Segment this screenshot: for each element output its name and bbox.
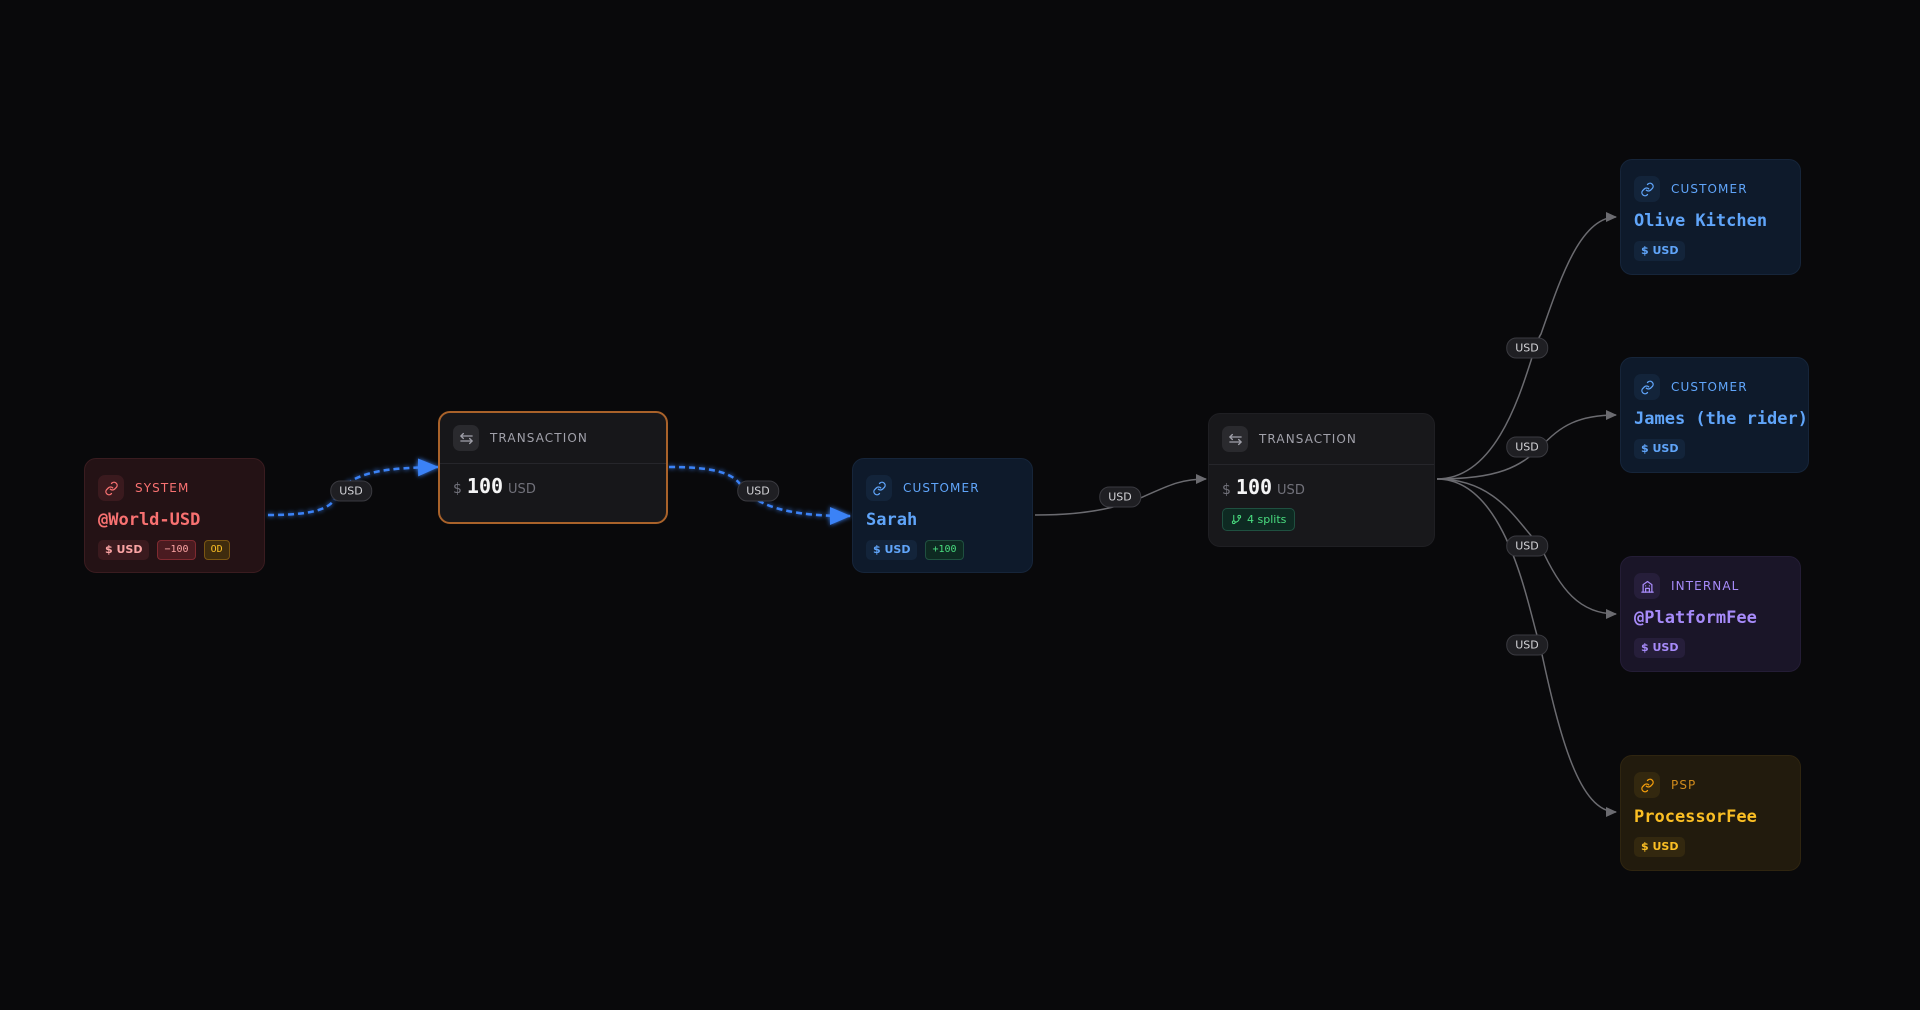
edge-tx2-to-olive[interactable] bbox=[1436, 212, 1617, 480]
currency-badge: $ USD bbox=[866, 540, 918, 560]
account-name: ProcessorFee bbox=[1634, 807, 1757, 827]
transaction-amount: 100 bbox=[1235, 475, 1273, 499]
split-icon bbox=[1231, 514, 1242, 525]
edge-label-tx2-platform: USD bbox=[1506, 535, 1548, 557]
swap-arrows-icon bbox=[1222, 426, 1248, 452]
node-sarah[interactable]: CUSTOMER Sarah $ USD +100 bbox=[852, 458, 1033, 573]
overdraft-badge: OD bbox=[203, 540, 230, 560]
account-name: James (the rider) bbox=[1634, 409, 1808, 429]
edge-sarah-to-tx2[interactable] bbox=[1034, 474, 1207, 516]
splits-badge[interactable]: 4 splits bbox=[1222, 508, 1296, 531]
node-type-label: CUSTOMER bbox=[1671, 380, 1748, 394]
currency-symbol: $ bbox=[1222, 482, 1231, 498]
node-platform-fee[interactable]: INTERNAL @PlatformFee $ USD bbox=[1620, 556, 1801, 672]
edge-label-sarah-tx2: USD bbox=[1099, 486, 1141, 508]
account-name: Sarah bbox=[866, 510, 918, 530]
node-type-label: CUSTOMER bbox=[903, 481, 980, 495]
transaction-amount: 100 bbox=[466, 474, 504, 498]
transaction-currency: USD bbox=[508, 482, 536, 497]
link-icon bbox=[1634, 772, 1660, 798]
splits-count: 4 splits bbox=[1247, 513, 1287, 526]
node-james[interactable]: CUSTOMER James (the rider) $ USD bbox=[1620, 357, 1809, 473]
currency-badge: $ USD bbox=[1634, 439, 1686, 459]
node-processor-fee[interactable]: PSP ProcessorFee $ USD bbox=[1620, 755, 1801, 871]
node-world-usd[interactable]: SYSTEM @World-USD $ USD −100 OD bbox=[84, 458, 265, 573]
node-type-label: TRANSACTION bbox=[490, 431, 588, 445]
swap-arrows-icon bbox=[453, 425, 479, 451]
node-type-label: TRANSACTION bbox=[1259, 432, 1357, 446]
node-type-label: SYSTEM bbox=[135, 481, 190, 495]
balance-badge: +100 bbox=[925, 540, 964, 560]
node-type-label: INTERNAL bbox=[1671, 579, 1740, 593]
currency-badge: $ USD bbox=[1634, 241, 1686, 261]
edge-tx1-to-sarah[interactable] bbox=[668, 465, 851, 525]
node-type-label: PSP bbox=[1671, 778, 1697, 792]
account-name: Olive Kitchen bbox=[1634, 211, 1768, 231]
link-icon bbox=[98, 475, 124, 501]
node-transaction-1[interactable]: TRANSACTION $ 100 USD bbox=[438, 411, 668, 524]
account-name: @World-USD bbox=[98, 510, 201, 530]
edge-label-tx2-olive: USD bbox=[1506, 337, 1548, 359]
account-name: @PlatformFee bbox=[1634, 608, 1757, 628]
edge-label-tx1-sarah: USD bbox=[737, 480, 779, 502]
balance-badge: −100 bbox=[157, 540, 196, 560]
link-icon bbox=[1634, 176, 1660, 202]
currency-badge: $ USD bbox=[1634, 837, 1686, 857]
node-olive-kitchen[interactable]: CUSTOMER Olive Kitchen $ USD bbox=[1620, 159, 1801, 275]
edge-label-tx2-james: USD bbox=[1506, 436, 1548, 458]
node-transaction-2[interactable]: TRANSACTION $ 100 USD 4 splits bbox=[1208, 413, 1435, 547]
currency-badge: $ USD bbox=[1634, 638, 1686, 658]
currency-symbol: $ bbox=[453, 481, 462, 497]
edge-label-tx2-processor: USD bbox=[1506, 634, 1548, 656]
link-icon bbox=[866, 475, 892, 501]
transaction-currency: USD bbox=[1277, 483, 1305, 498]
edge-label-world-tx1: USD bbox=[330, 480, 372, 502]
link-icon bbox=[1634, 374, 1660, 400]
node-type-label: CUSTOMER bbox=[1671, 182, 1748, 196]
building-icon bbox=[1634, 573, 1660, 599]
currency-badge: $ USD bbox=[98, 540, 150, 560]
